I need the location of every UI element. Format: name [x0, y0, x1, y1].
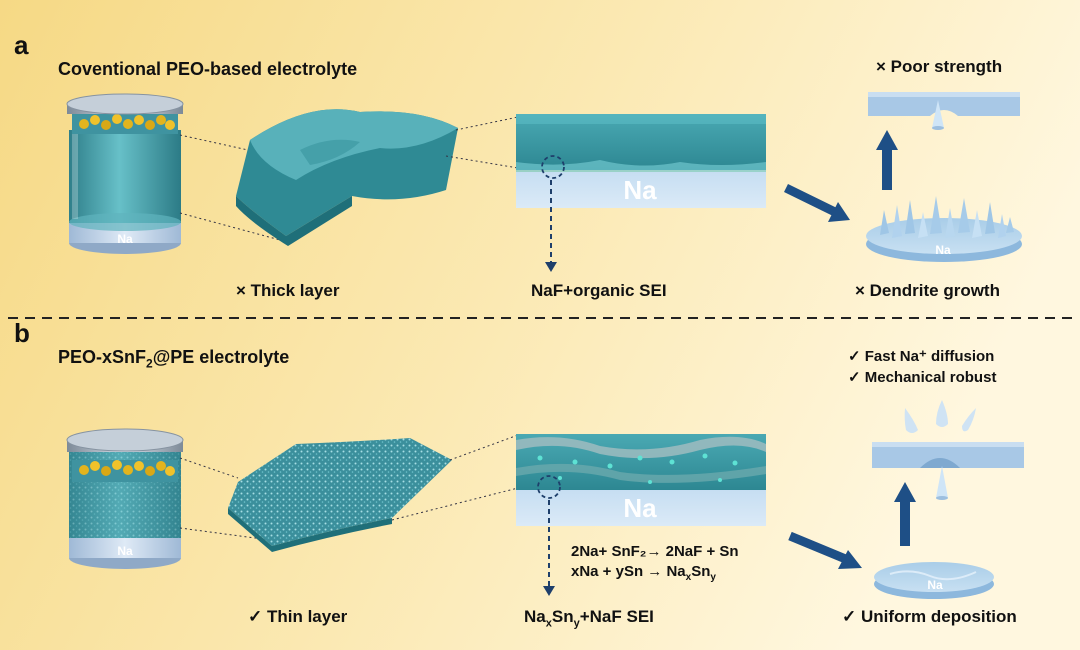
cell-jar-a: [66, 93, 184, 254]
robust-separator: [872, 400, 1024, 500]
cross-section-a: [516, 114, 766, 272]
sei-suffix: +NaF SEI: [579, 607, 654, 626]
sei-sub-x: x: [545, 617, 552, 630]
check-fast-diffusion: ✓ Fast Na⁺ diffusion: [848, 348, 995, 365]
connector-b-4: [391, 487, 519, 521]
cell-b-na-label: Na: [117, 544, 133, 558]
connector-b-3: [449, 434, 519, 461]
panel-a-letter: a: [14, 30, 29, 60]
sodium-electrode-b: [516, 490, 766, 526]
electrode-b-na-label: Na: [623, 493, 657, 523]
electrode-a-na-label: Na: [623, 175, 657, 205]
cell-a-na-label: Na: [117, 232, 133, 246]
note-naf-organic-sei: NaF+organic SEI: [531, 281, 667, 300]
eq2-sub-y: y: [710, 572, 716, 583]
eq2-sub-x: x: [685, 572, 692, 583]
connector-a-2: [179, 212, 281, 241]
reaction-equation-1: 2Na+ SnF₂→ 2NaF + Sn: [571, 543, 739, 560]
note-thin-layer: ✓ Thin layer: [248, 607, 348, 626]
eq2-prefix: xNa + ySn → Na: [571, 563, 686, 580]
process-arrow-b: [788, 531, 862, 569]
eq2-mid: Sn: [691, 563, 711, 580]
process-arrow-a: [784, 183, 850, 222]
panel-b-title-prefix: PEO-xSnF: [58, 347, 147, 367]
sei-mid: Sn: [551, 607, 574, 626]
note-thick-layer: × Thick layer: [236, 281, 340, 300]
sei-prefix: Na: [524, 607, 546, 626]
panel-b-title-sub: 2: [146, 356, 153, 371]
up-arrow-b: [894, 482, 916, 546]
note-naxsny-naf-sei: NaxSny+NaF SEI: [524, 607, 654, 629]
uniform-na-label: Na: [927, 578, 943, 592]
cross-section-b: [516, 434, 766, 596]
up-arrow-a: [876, 130, 898, 190]
thick-electrolyte-layer: [236, 109, 458, 246]
note-dendrite-growth: × Dendrite growth: [855, 281, 1000, 300]
reaction-equation-2: xNa + ySn → NaxSny: [571, 562, 716, 588]
dendrite-na-label: Na: [935, 243, 951, 257]
connector-a-4: [445, 155, 519, 169]
note-uniform-deposition: ✓ Uniform deposition: [842, 607, 1017, 626]
dendrite-plate: [866, 196, 1022, 262]
note-poor-strength: × Poor strength: [876, 57, 1003, 76]
check-mechanical-robust: ✓ Mechanical robust: [848, 369, 997, 386]
connector-a-3: [455, 116, 519, 131]
panel-b-title-suffix: @PE electrolyte: [152, 347, 290, 367]
connector-b-2: [179, 527, 271, 541]
panel-a-title: Coventional PEO-based electrolyte: [58, 59, 358, 79]
connector-a-1: [179, 134, 249, 151]
pierced-separator: [868, 92, 1020, 130]
panel-b-title: PEO-xSnF2@PE electrolyte: [58, 347, 289, 371]
uniform-plate: [874, 562, 994, 599]
cell-jar-b: [66, 428, 184, 569]
sodium-electrode-a: [516, 172, 766, 208]
sei-sub-y: y: [573, 617, 580, 630]
thin-electrolyte-layer: [228, 438, 452, 552]
panel-b-letter: b: [14, 318, 30, 348]
connector-b-1: [179, 457, 239, 479]
